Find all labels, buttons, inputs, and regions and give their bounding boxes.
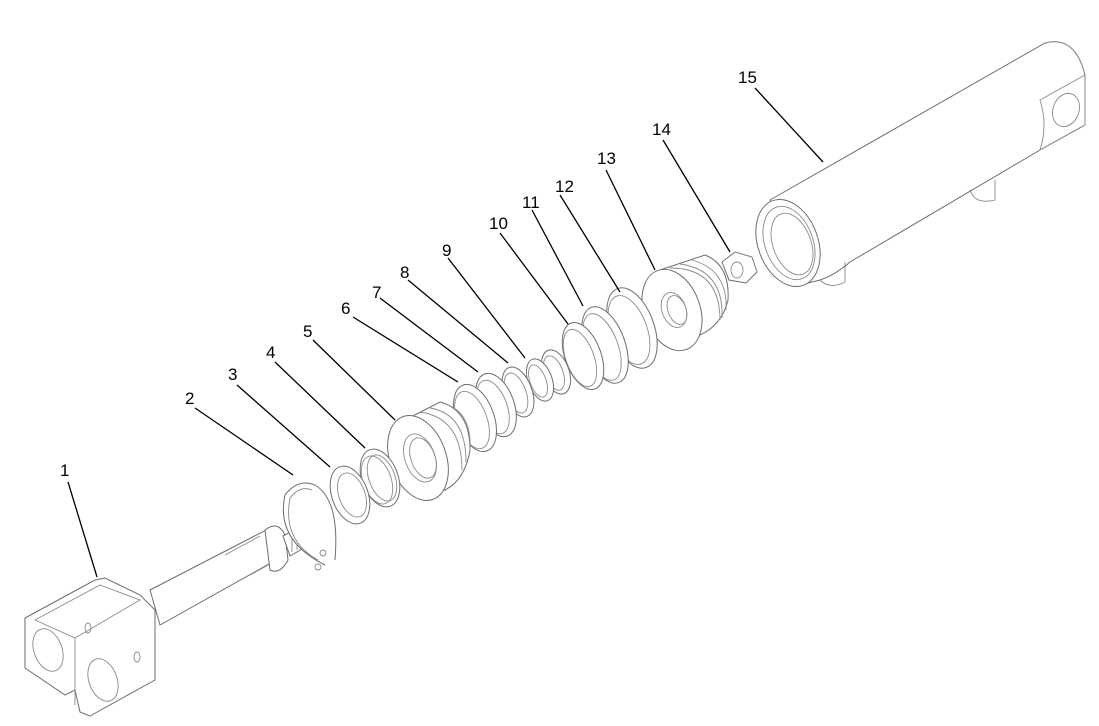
- wiper-seal: [329, 465, 371, 525]
- callout-11: 11: [522, 193, 540, 212]
- callout-9: 9: [442, 241, 451, 260]
- callout-10: 10: [489, 214, 508, 233]
- leader-15: [754, 87, 824, 163]
- callout-12: 12: [555, 177, 574, 196]
- callout-2: 2: [185, 389, 194, 408]
- leader-9: [447, 257, 526, 359]
- leader-12: [559, 194, 621, 293]
- callout-5: 5: [303, 322, 312, 341]
- callout-3: 3: [228, 365, 237, 384]
- leader-10: [499, 232, 569, 325]
- leader-8: [407, 279, 509, 364]
- leader-1: [67, 481, 98, 578]
- callout-7: 7: [372, 283, 381, 302]
- leader-11: [531, 209, 584, 307]
- callout-13: 13: [597, 149, 616, 168]
- leader-7: [379, 297, 479, 373]
- leader-5: [312, 339, 396, 421]
- callout-4: 4: [266, 343, 275, 362]
- rod-clevis: [24, 521, 316, 717]
- callout-8: 8: [400, 263, 409, 282]
- callout-6: 6: [341, 299, 350, 318]
- piston: [641, 254, 729, 352]
- leader-14: [662, 139, 731, 253]
- callout-1: 1: [60, 461, 69, 480]
- leader-4: [274, 361, 366, 449]
- cylinder-barrel: [755, 41, 1086, 288]
- callout-14: 14: [652, 120, 671, 139]
- callout-labels: 1 2 3 4 5 6 7 8 9 10 11 12 13 14 15: [60, 68, 757, 480]
- leader-13: [605, 169, 656, 271]
- leader-3: [236, 384, 331, 468]
- retaining-ring: [282, 482, 337, 571]
- nut: [721, 251, 758, 284]
- callout-15: 15: [738, 68, 757, 87]
- leader-lines: [67, 87, 824, 578]
- gland-head: [387, 401, 471, 501]
- leader-6: [352, 316, 459, 383]
- leader-2: [194, 407, 294, 476]
